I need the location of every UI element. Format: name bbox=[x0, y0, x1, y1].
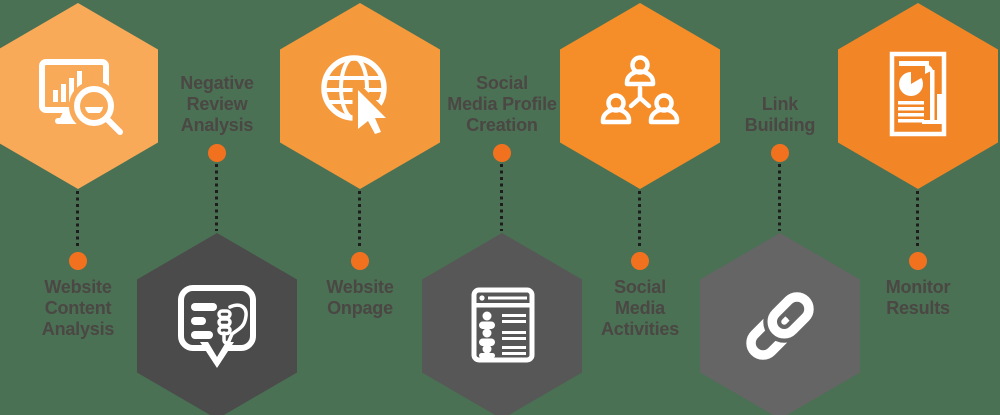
connector-dotted-line bbox=[358, 191, 361, 248]
label-social-media-activities: Social Media Activities bbox=[600, 277, 680, 339]
connector-dotted-line bbox=[778, 164, 781, 231]
review-thumbs-down-icon bbox=[178, 285, 256, 368]
connector-dot bbox=[771, 144, 789, 162]
label-link-building: Link Building bbox=[744, 94, 816, 135]
connector-dot bbox=[351, 252, 369, 270]
chain-link-icon bbox=[746, 288, 818, 360]
connector-dot bbox=[631, 252, 649, 270]
hexagon-negative-review-analysis bbox=[137, 233, 297, 415]
label-social-media-profile-creation: Social Media Profile Creation bbox=[447, 73, 557, 135]
hexagon-website-content-analysis bbox=[0, 3, 158, 189]
connector-dot bbox=[909, 252, 927, 270]
hexagon-website-onpage bbox=[280, 3, 440, 189]
hexagon-monitor-results bbox=[838, 3, 998, 189]
hexagon-social-media-activities bbox=[560, 3, 720, 189]
connector-dotted-line bbox=[500, 164, 503, 231]
connector-dotted-line bbox=[215, 164, 218, 231]
label-website-content-analysis: Website Content Analysis bbox=[41, 277, 115, 339]
hexagon-link-building bbox=[700, 233, 860, 415]
profile-list-icon bbox=[471, 287, 535, 363]
connector-dot bbox=[69, 252, 87, 270]
report-chart-icon bbox=[889, 51, 947, 137]
globe-cursor-icon bbox=[321, 55, 392, 140]
hexagon-social-media-profile-creation bbox=[422, 233, 582, 415]
monitor-search-icon bbox=[39, 59, 128, 140]
connector-dotted-line bbox=[76, 191, 79, 248]
connector-dotted-line bbox=[916, 191, 919, 248]
label-website-onpage: Website Onpage bbox=[326, 277, 394, 318]
label-negative-review-analysis: Negative Review Analysis bbox=[180, 73, 254, 135]
connector-dot bbox=[208, 144, 226, 162]
connector-dot bbox=[493, 144, 511, 162]
people-network-icon bbox=[600, 55, 680, 125]
label-monitor-results: Monitor Results bbox=[885, 277, 951, 318]
connector-dotted-line bbox=[638, 191, 641, 248]
